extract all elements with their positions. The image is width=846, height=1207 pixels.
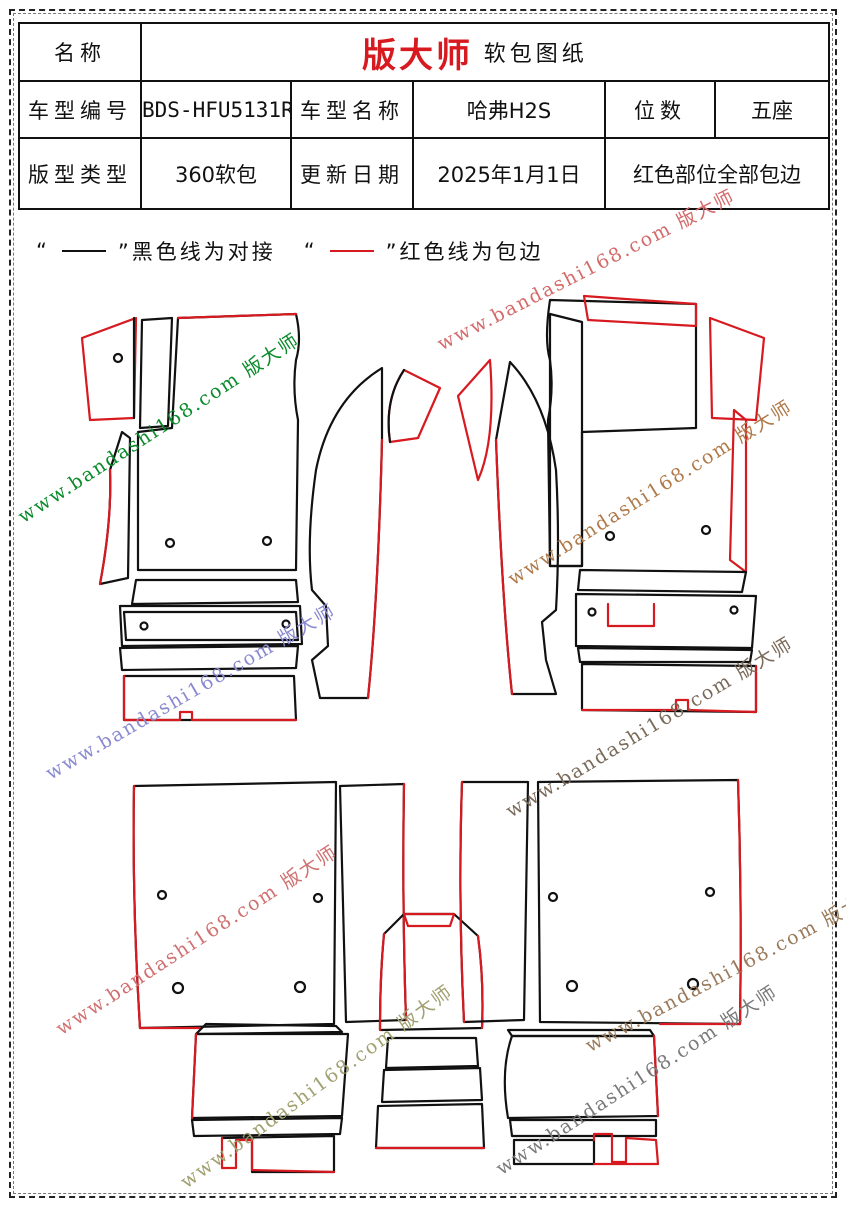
rl-side-strip — [338, 782, 408, 1024]
fl-side-flap — [80, 316, 138, 422]
fl-hole-3 — [261, 535, 273, 547]
pattern-type: 360软包 — [140, 137, 292, 210]
line-legend: “ ”黑色线为对接 “ ”红色线为包边 — [36, 236, 544, 266]
rc-cushion-2 — [380, 1066, 484, 1104]
fl-back-strip — [138, 316, 174, 430]
binding-note: 红色部位全部包边 — [603, 137, 831, 210]
model-code: BDS-HFU5131R — [140, 80, 292, 139]
rr-side-strip-edge — [459, 780, 466, 1024]
front-right-seat — [456, 294, 766, 714]
fl-back-main — [136, 312, 301, 572]
rl-side-strip-edge — [402, 782, 408, 1022]
legend-black-text: ”黑色线为对接 — [117, 240, 276, 264]
fl-side-wing — [308, 366, 384, 700]
front-left-seat — [80, 312, 442, 722]
fr-hole-2 — [604, 530, 616, 542]
fl-cushion-bottom-edge — [122, 674, 298, 722]
update-date-label: 更新日期 — [290, 137, 414, 210]
rl-hole-4 — [293, 980, 307, 994]
fl-side-wing-edge — [366, 438, 384, 700]
title-cell: 版大师 软包图纸 — [139, 22, 831, 82]
model-name-label: 车型名称 — [290, 80, 414, 139]
rc-cushion-1 — [384, 1036, 480, 1070]
rl-hole-3 — [171, 981, 185, 995]
legend-red-open-quote: “ — [303, 239, 318, 263]
fl-hole-1 — [112, 352, 124, 364]
fl-bolster-seam — [387, 368, 406, 444]
rr-cushion-bottom-edge — [592, 1132, 660, 1166]
fr-back-main-l — [548, 312, 584, 568]
rr-cushion-main — [503, 1034, 660, 1120]
fl-bolster — [387, 368, 442, 444]
rl-cushion-top — [194, 1022, 344, 1036]
model-code-label: 车型编号 — [18, 80, 142, 139]
rr-hole-3 — [565, 979, 579, 993]
legend-red-line — [329, 250, 374, 252]
seats-label: 位数 — [604, 80, 716, 139]
fr-side-long — [728, 408, 748, 574]
rl-cushion-band — [190, 1116, 344, 1138]
brand-title: 版大师 — [362, 35, 473, 76]
seats-value: 五座 — [713, 80, 831, 139]
rc-back-edges — [378, 932, 484, 1032]
rear-center — [374, 912, 486, 1150]
dashed-border-inner — [13, 13, 833, 1194]
fr-back-top — [582, 294, 698, 328]
name-label: 名称 — [18, 22, 142, 82]
rear-left-bench — [132, 780, 408, 1174]
fr-cushion-front — [574, 592, 758, 650]
model-name: 哈弗H2S — [412, 80, 606, 139]
fr-side-flap — [708, 316, 766, 422]
legend-black-open-quote: “ — [36, 239, 50, 263]
rl-cushion-edge — [190, 1032, 198, 1120]
fr-lower-band — [576, 568, 748, 594]
rl-hole-2 — [312, 892, 324, 904]
update-date: 2025年1月1日 — [412, 137, 606, 210]
legend-black-line — [61, 250, 106, 252]
fr-hole-3 — [729, 605, 739, 615]
fl-cushion-mid — [118, 644, 300, 672]
fl-hole-4 — [139, 621, 149, 631]
fl-cushion-inner — [122, 610, 300, 642]
fr-hole-4 — [587, 607, 597, 617]
dashed-border — [9, 9, 837, 1198]
fl-cushion-front — [118, 604, 304, 648]
rr-back-edge — [658, 778, 742, 1026]
rr-hole-4 — [686, 977, 700, 991]
fr-cushion-slot — [606, 602, 656, 628]
rc-cushion-3 — [374, 1102, 486, 1150]
fl-lower-band — [130, 578, 300, 606]
fr-hole-1 — [700, 524, 712, 536]
legend-red-text: ”红色线为包边 — [385, 240, 544, 264]
fr-side-wing-edge — [494, 438, 514, 696]
fr-bolster — [456, 358, 493, 482]
doc-subtitle: 软包图纸 — [483, 42, 588, 67]
fl-back-top-edge — [176, 312, 298, 320]
rc-back-top — [402, 912, 456, 928]
rr-hole-2 — [704, 886, 716, 898]
rear-right-bench — [459, 778, 742, 1166]
fl-hole-2 — [164, 537, 176, 549]
fr-cushion-mid — [576, 646, 754, 664]
rl-back-edge — [132, 784, 202, 1030]
info-table: 名称 版大师 软包图纸 车型编号 BDS-HFU5131R 车型名称 哈弗H2S… — [18, 22, 831, 210]
rr-cushion-band — [508, 1118, 658, 1138]
fl-hole-5 — [281, 619, 291, 629]
rr-hole-1 — [547, 891, 559, 903]
rr-cushion-edge — [652, 1034, 660, 1118]
pattern-type-label: 版型类型 — [18, 137, 142, 210]
fl-side-long-edge — [98, 468, 112, 586]
rl-cushion-bottom-edge — [220, 1136, 336, 1174]
rl-hole-1 — [156, 889, 168, 901]
fr-cushion-bottom-edge — [580, 664, 758, 714]
